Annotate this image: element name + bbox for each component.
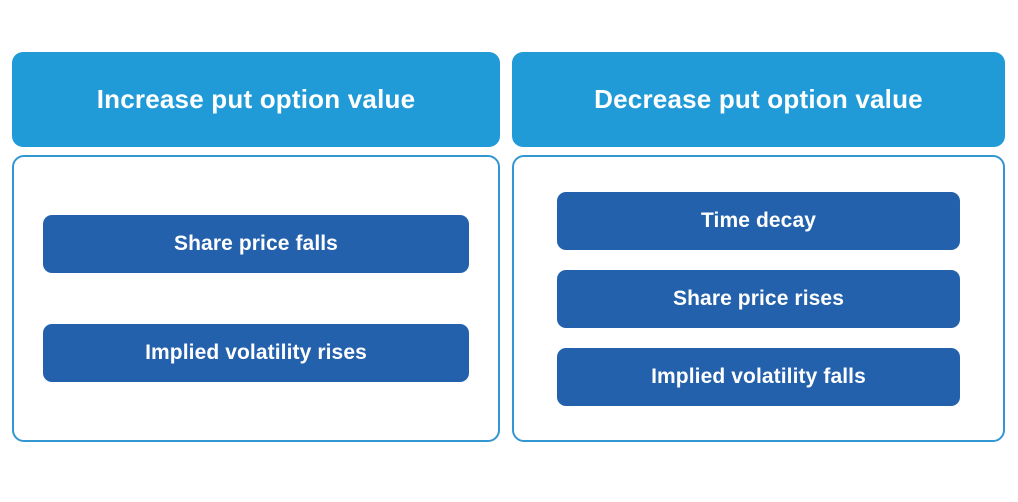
factor-label-implied-volatility-falls: Implied volatility falls	[651, 364, 866, 388]
column-header-decrease: Decrease put option value	[512, 52, 1005, 147]
factor-box-time-decay: Time decay	[557, 191, 960, 250]
factor-label-share-price-rises: Share price rises	[673, 286, 844, 310]
column-header-increase-label: Increase put option value	[96, 84, 416, 115]
column-decrease-put-option-value: Decrease put option value Time decay Sha…	[512, 52, 1005, 442]
factor-label-implied-volatility-rises: Implied volatility rises	[145, 341, 367, 364]
column-increase-put-option-value: Increase put option value Share price fa…	[12, 52, 500, 442]
factor-label-share-price-falls: Share price falls	[174, 232, 338, 255]
factor-box-share-price-rises: Share price rises	[557, 269, 960, 328]
column-header-increase: Increase put option value	[12, 52, 500, 147]
factor-box-implied-volatility-falls: Implied volatility falls	[557, 347, 960, 406]
column-body-decrease: Time decay Share price rises Implied vol…	[512, 155, 1005, 442]
factor-box-implied-volatility-rises: Implied volatility rises	[43, 324, 469, 382]
column-header-decrease-label: Decrease put option value	[594, 84, 923, 115]
factor-label-time-decay: Time decay	[700, 208, 816, 232]
factor-box-share-price-falls: Share price falls	[43, 215, 469, 273]
column-body-increase: Share price falls Implied volatility ris…	[12, 155, 500, 442]
